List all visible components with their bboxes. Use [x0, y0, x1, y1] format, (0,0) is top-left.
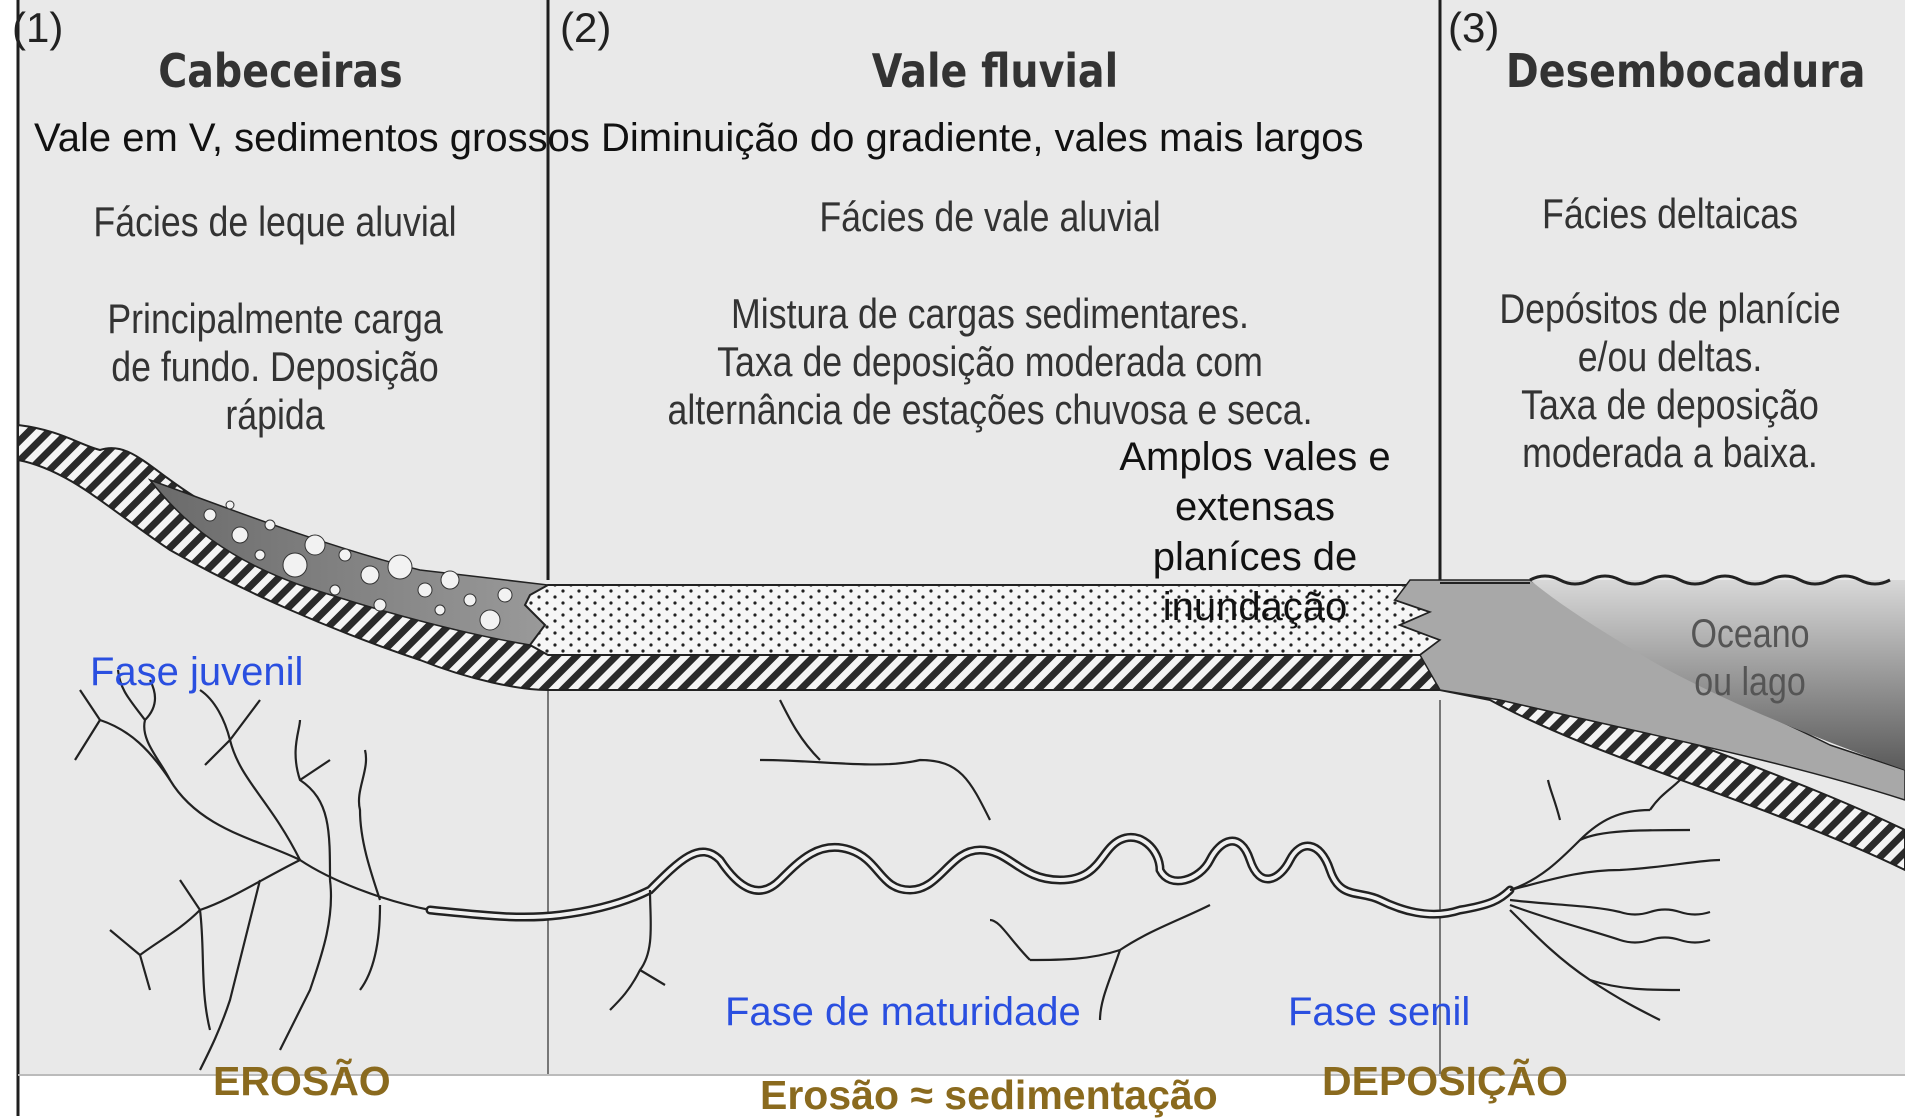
process-deposition: DEPOSIÇÃO [1322, 1058, 1569, 1104]
description-line: Principalmente carga [107, 295, 443, 342]
section-3-title: Desembocadura [1505, 44, 1866, 98]
section-2-description: Mistura de cargas sedimentares. Taxa de … [625, 290, 1356, 434]
process-erosion: EROSÃO [213, 1058, 391, 1104]
floodplain-note-line: extensas [1174, 485, 1336, 529]
ocean-label-line: ou lago [1694, 660, 1806, 704]
floodplain-note-line: planíces de [1152, 535, 1358, 579]
process-balance: Erosão ≈ sedimentação [760, 1072, 1218, 1118]
description-line: moderada a baixa. [1522, 429, 1818, 476]
floodplain-note-line: inundação [1162, 585, 1348, 629]
description-line: Mistura de cargas sedimentares. [731, 290, 1249, 337]
drainage-valley [609, 699, 1211, 1021]
ocean-label-line: Oceano [1690, 612, 1810, 656]
section-3-facies: Fácies deltaicas [1542, 190, 1798, 237]
ocean-label: Oceano ou lago [1657, 610, 1844, 706]
description-line: rápida [225, 391, 325, 438]
paper-background [18, 0, 1905, 1075]
section-3-number: (3) [1448, 4, 1500, 51]
phase-maturity: Fase de maturidade [725, 990, 1081, 1034]
drainage-delta [1509, 779, 1721, 1021]
drainage-headwaters [74, 669, 431, 1071]
section-2-number: (2) [560, 4, 612, 51]
description-line: Depósitos de planície [1499, 285, 1841, 332]
section-2-facies: Fácies de vale aluvial [819, 193, 1161, 240]
section-1-facies: Fácies de leque aluvial [93, 198, 457, 245]
section-1-description: Principalmente carga de fundo. Deposição… [75, 295, 475, 439]
valley-gradient-note: Vale em V, sedimentos grossos Diminuição… [34, 116, 1364, 160]
section-1-title: Cabeceiras [158, 44, 403, 98]
section-2-title: Vale fluvial [871, 44, 1119, 98]
description-line: e/ou deltas. [1577, 333, 1763, 380]
description-line: Taxa de deposição moderada com [717, 338, 1263, 385]
ocean-water [1530, 580, 1905, 770]
gravel-clasts [203, 500, 513, 631]
description-line: de fundo. Deposição [111, 343, 439, 390]
section-1-number: (1) [12, 4, 64, 51]
phase-senile: Fase senil [1288, 990, 1471, 1034]
phase-juvenile: Fase juvenil [90, 650, 304, 694]
description-line: Taxa de deposição [1521, 381, 1819, 428]
floodplain-note: Amplos vales e extensas planíces de inun… [1105, 432, 1405, 632]
section-3-description: Depósitos de planície e/ou deltas. Taxa … [1483, 285, 1857, 477]
floodplain-note-line: Amplos vales e [1119, 435, 1391, 479]
description-line: alternância de estações chuvosa e seca. [667, 386, 1313, 433]
